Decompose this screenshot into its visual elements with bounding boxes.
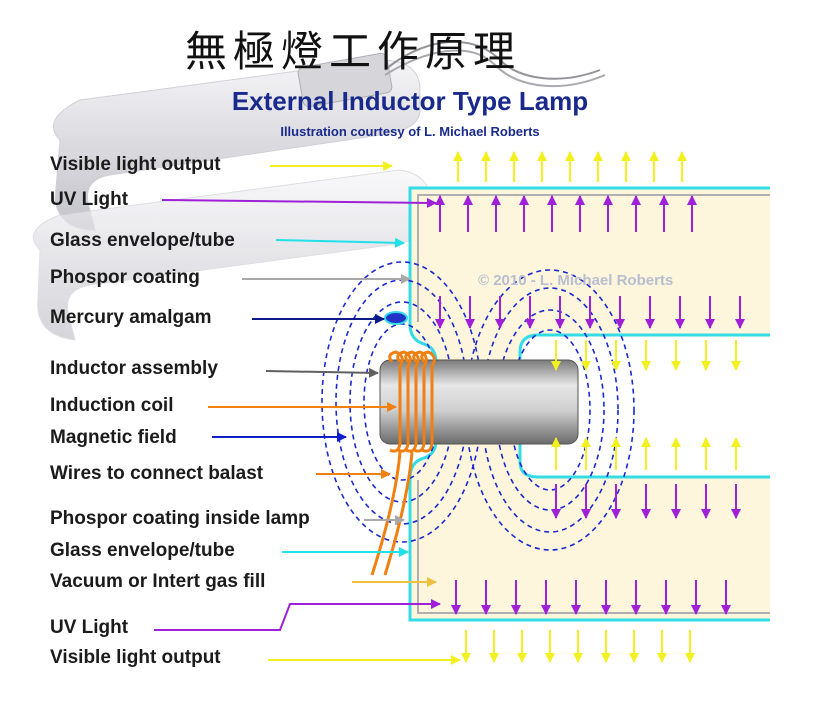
label-magnetic-field: Magnetic field [50, 427, 177, 448]
title-english: External Inductor Type Lamp [231, 86, 589, 116]
light-arrows [435, 151, 745, 663]
copyright-watermark: © 2010 - L. Michael Roberts [478, 272, 674, 289]
label-phospor-inside: Phospor coating inside lamp [50, 508, 310, 529]
pointer-line [275, 237, 405, 248]
induction-coil [388, 350, 436, 453]
ferrite-core [379, 359, 579, 445]
coil-turn [412, 350, 428, 453]
label-induction-coil: Induction coil [50, 395, 174, 416]
title-chinese: 無極燈工作原理 [185, 27, 522, 76]
label-inductor-assembly: Inductor assembly [50, 358, 218, 379]
pointer-line [161, 197, 437, 208]
mercury-amalgam [384, 311, 408, 325]
coil-turn [404, 350, 420, 453]
label-visible-light-top: Visible light output [50, 154, 221, 175]
field-loop-right [465, 269, 635, 551]
label-pointers [154, 161, 461, 665]
pointer-line [265, 367, 379, 378]
field-loop-right [481, 287, 619, 533]
label-visible-light-bottom: Visible light output [50, 647, 221, 668]
balast-wires [370, 451, 414, 576]
label-glass-envelope-top: Glass envelope/tube [50, 230, 235, 251]
pointer-line [154, 599, 441, 631]
coil-turn [396, 350, 412, 453]
lamp-photo [32, 40, 606, 341]
label-glass-envelope-bottom: Glass envelope/tube [50, 540, 235, 561]
label-wires-balast: Wires to connect balast [50, 463, 264, 484]
label-mercury-amalgam: Mercury amalgam [50, 307, 212, 328]
coil-turn [388, 350, 404, 453]
label-uv-light-bottom: UV Light [50, 617, 129, 638]
label-phospor-coating: Phospor coating [50, 267, 200, 288]
label-gas-fill: Vacuum or Intert gas fill [50, 571, 266, 592]
coil-turn [420, 350, 436, 453]
label-uv-light-top: UV Light [50, 189, 129, 210]
credit-line: Illustration courtesy of L. Michael Robe… [280, 124, 540, 139]
